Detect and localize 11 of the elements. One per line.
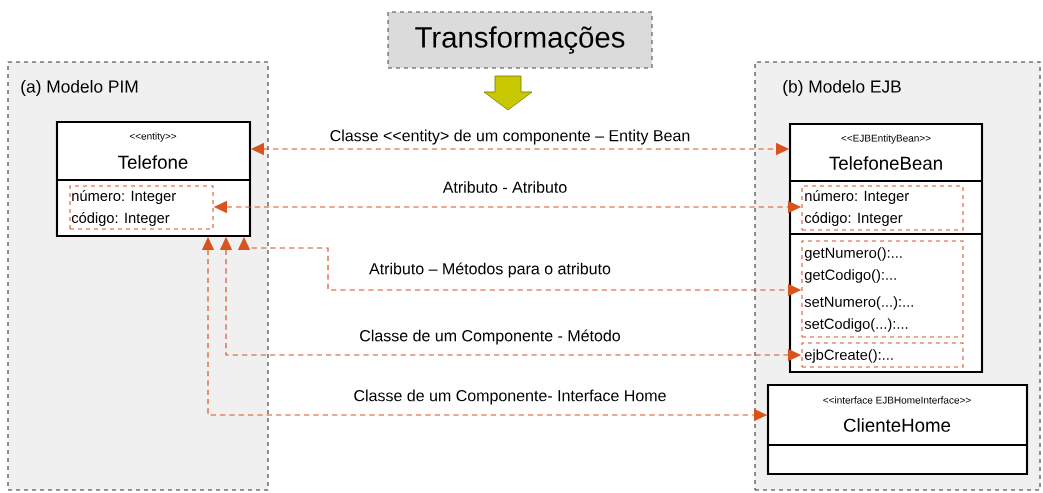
edge-label: Classe de um Componente - Método [357, 328, 623, 346]
class-box: <<interface EJBHomeInterface>> ClienteHome [766, 383, 1029, 476]
edge-label: Classe de um Componente- Interface Home [352, 388, 668, 406]
dashed-box: getNumero():... getCodigo():... setNumero(...):... setCodigo(...):... [801, 240, 964, 338]
dashed-box: número: Integer código: Integer [69, 185, 214, 230]
title-box: Transformações [387, 11, 653, 69]
edge-label: Atributo - Atributo [441, 179, 569, 195]
edge-label: Atributo – Métodos para o atributo [367, 261, 613, 279]
dashed-box: ejbCreate():... [801, 342, 964, 368]
dashed-box: número: Integer código: Integer [801, 185, 964, 231]
edge-label: Classe <<entity> de um componente – Entity Bean [328, 128, 692, 146]
